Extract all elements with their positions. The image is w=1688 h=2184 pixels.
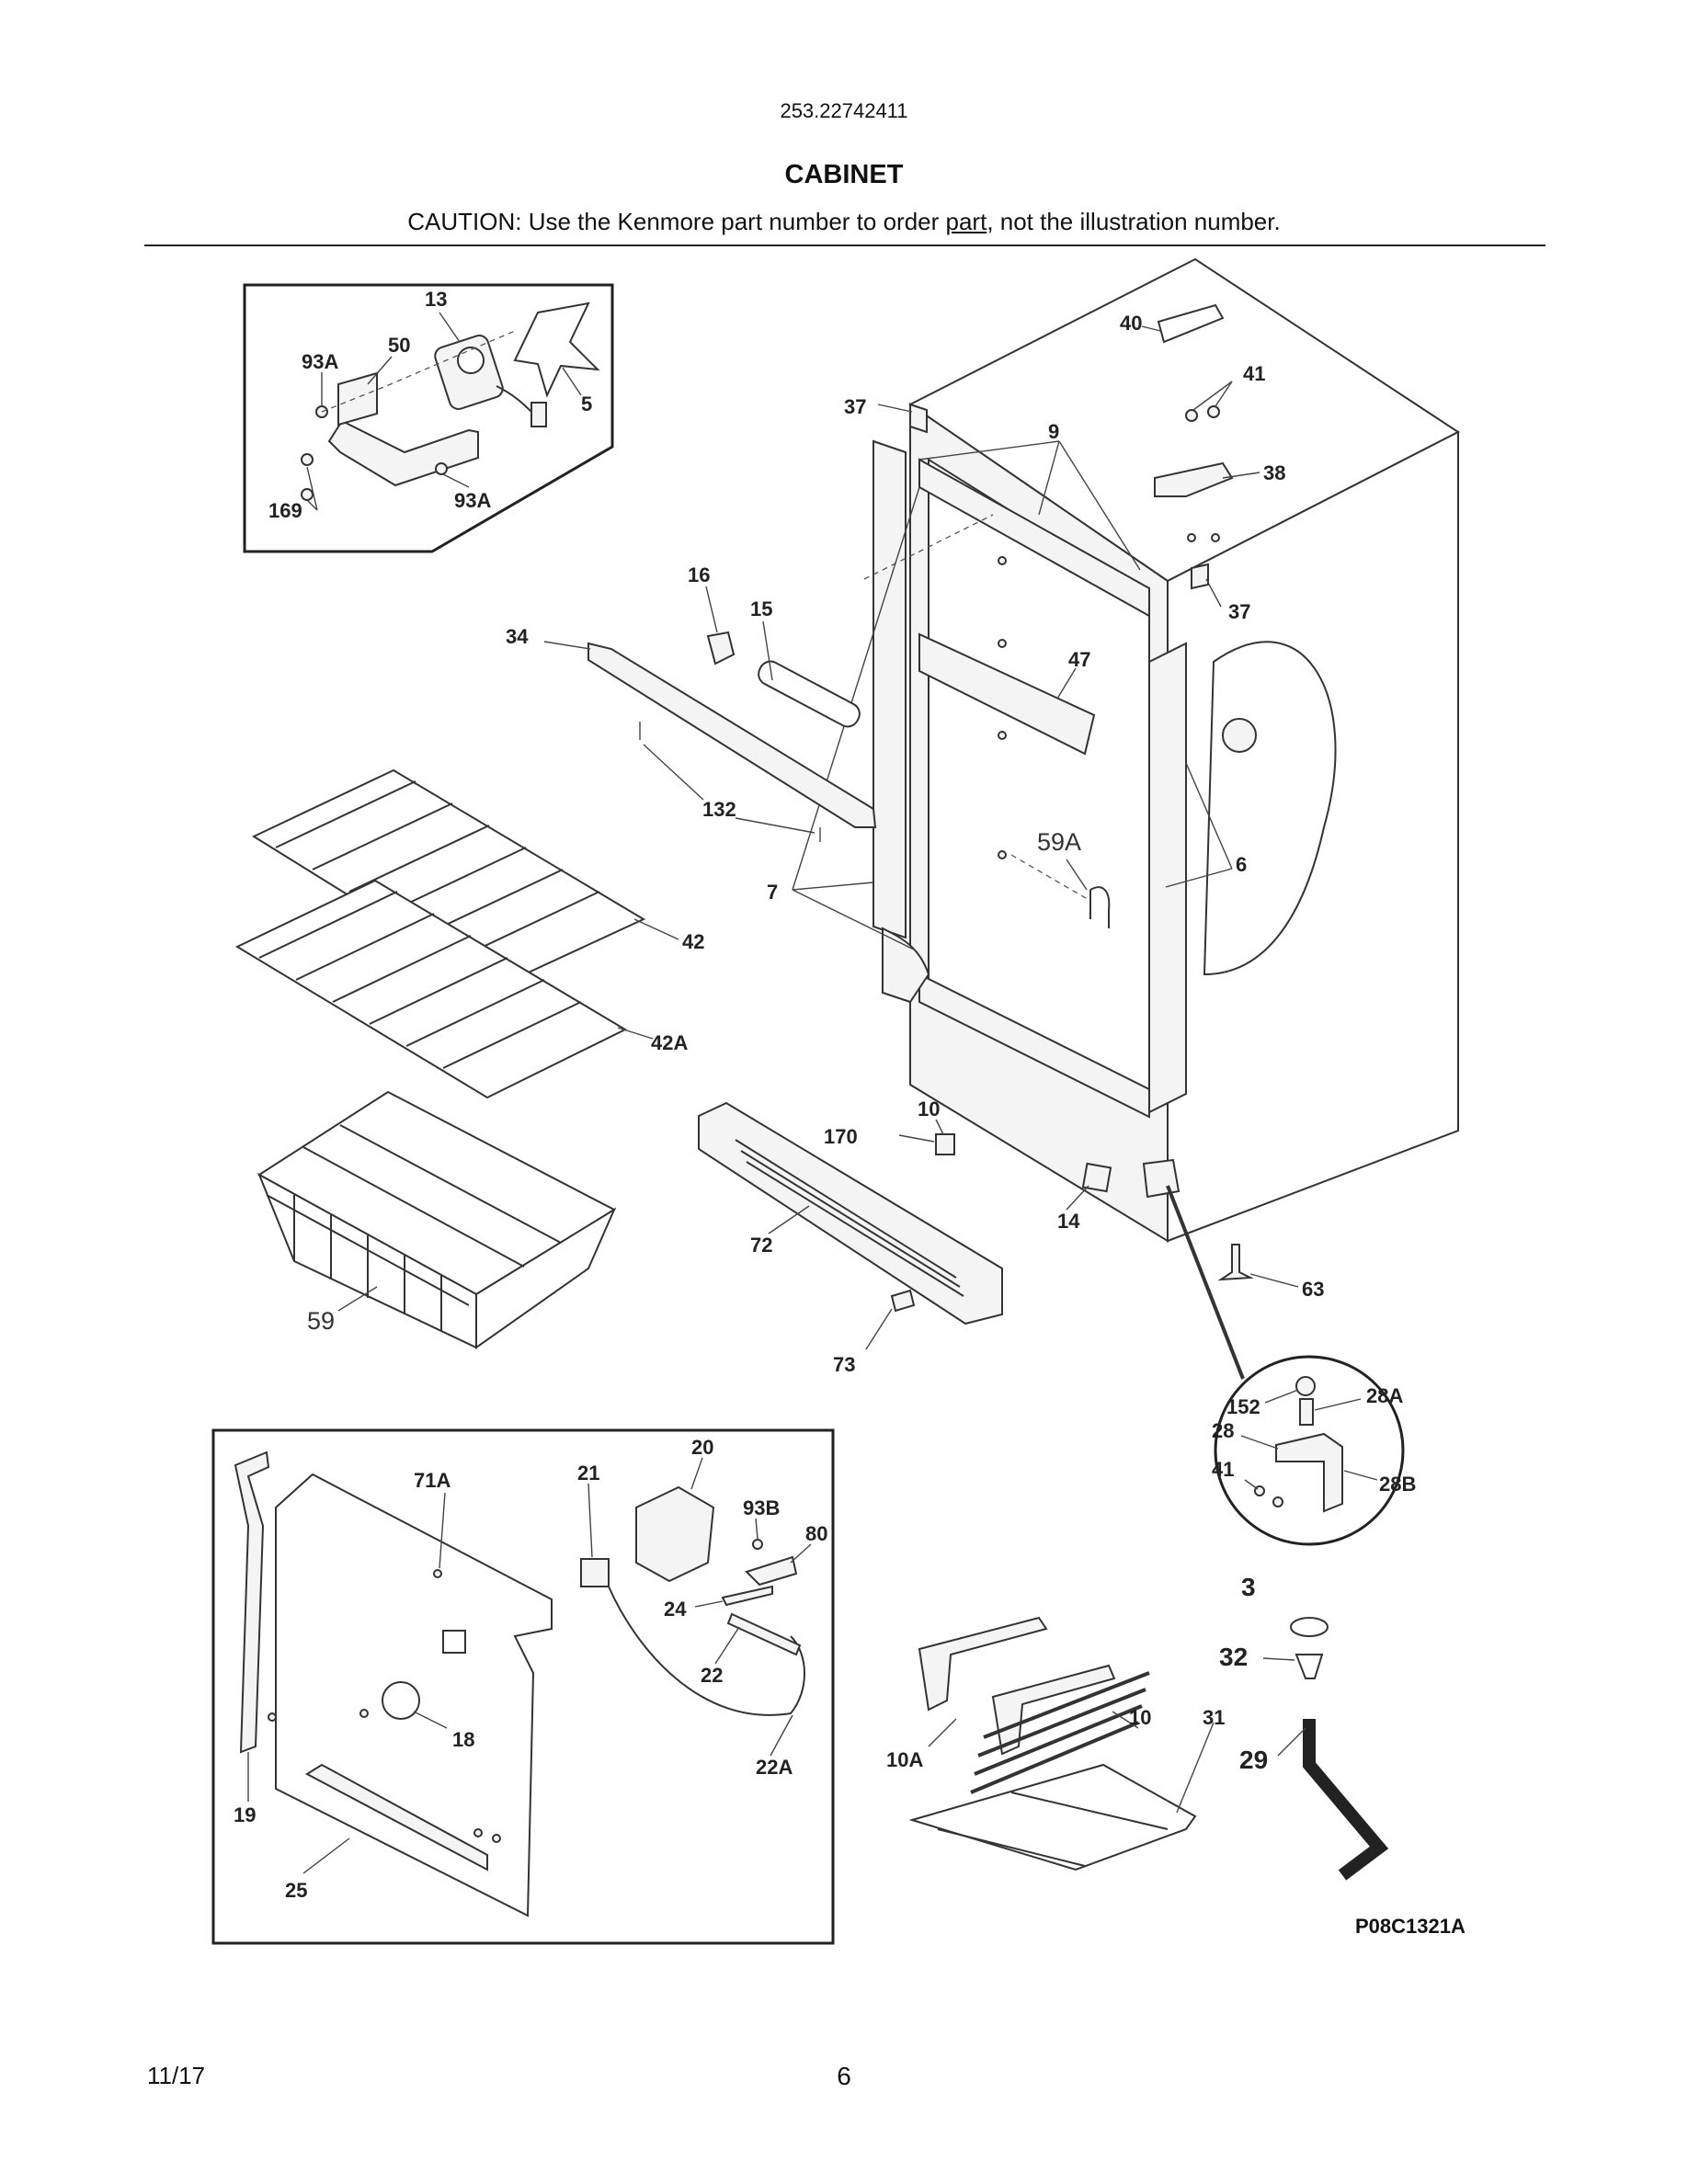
callout-34: 34 [506, 625, 529, 648]
caution-text-end: , not the illustration number. [987, 208, 1281, 235]
callout-28B: 28B [1379, 1473, 1416, 1496]
callout-16: 16 [688, 563, 710, 586]
callout-37-right: 37 [1228, 600, 1250, 623]
wire-shelves: 42 42A [234, 768, 704, 1099]
callout-15: 15 [750, 597, 772, 620]
callout-169: 169 [268, 499, 302, 522]
callout-14: 14 [1057, 1210, 1080, 1233]
callout-42: 42 [682, 930, 704, 953]
kickplate-parts: 170 10 14 72 73 63 [698, 1098, 1324, 1380]
callout-71A: 71A [414, 1469, 451, 1492]
callout-47: 47 [1068, 648, 1090, 671]
callout-59A: 59A [1037, 828, 1081, 856]
callout-25: 25 [285, 1879, 307, 1902]
callout-170: 170 [824, 1125, 858, 1148]
cabinet-body: 40 41 37 9 38 37 47 59A 6 7 [767, 257, 1460, 1243]
callout-59: 59 [307, 1307, 335, 1335]
wire-basket: 59 [257, 1090, 617, 1349]
callout-152: 152 [1226, 1395, 1260, 1418]
fan-motor-inset: 13 50 93A 5 169 93A [243, 283, 614, 553]
callout-28A: 28A [1366, 1384, 1403, 1407]
callout-22A: 22A [756, 1756, 793, 1779]
callout-41-hinge: 41 [1212, 1458, 1234, 1481]
callout-13: 13 [425, 288, 447, 311]
caution-note: CAUTION: Use the Kenmore part number to … [0, 208, 1688, 236]
callout-6: 6 [1236, 853, 1247, 876]
model-number: 253.22742411 [780, 99, 908, 122]
callout-50: 50 [388, 334, 410, 357]
callout-22: 22 [701, 1664, 723, 1687]
callout-10-mid: 10 [918, 1098, 940, 1120]
callout-28: 28 [1212, 1419, 1234, 1442]
callout-20: 20 [691, 1436, 713, 1459]
callout-41-top: 41 [1243, 362, 1265, 385]
header-divider [144, 245, 1545, 246]
page-title: CABINET [784, 160, 904, 189]
callout-18: 18 [452, 1728, 474, 1751]
footer-date: 11/17 [147, 2062, 206, 2089]
page-number: 6 [837, 2062, 851, 2090]
callout-24: 24 [664, 1598, 687, 1621]
callout-32: 32 [1219, 1643, 1248, 1671]
callout-19: 19 [234, 1803, 256, 1826]
callout-21: 21 [577, 1462, 599, 1484]
callout-40: 40 [1120, 312, 1142, 335]
callout-31: 31 [1203, 1706, 1225, 1729]
callout-132: 132 [702, 798, 736, 821]
bottom-hinge-detail: 152 28A 28 41 28B [1212, 1355, 1416, 1546]
callout-9: 9 [1048, 420, 1059, 443]
callout-93A-bottom: 93A [454, 489, 491, 512]
back-panel-inset: 20 71A 21 93B 80 24 22 18 22A 19 25 [211, 1428, 835, 1945]
callout-10-heater: 10 [1129, 1706, 1151, 1729]
callout-3: 3 [1241, 1573, 1256, 1601]
callout-72: 72 [750, 1234, 772, 1257]
callout-63: 63 [1302, 1278, 1324, 1301]
thermostat-parts: 16 15 34 132 [506, 563, 877, 842]
caution-text-start: CAUTION: Use the Kenmore part number to … [407, 208, 946, 235]
callout-42A: 42A [651, 1031, 688, 1054]
callout-7: 7 [767, 881, 778, 904]
callout-10A: 10A [886, 1748, 923, 1771]
callout-38: 38 [1263, 461, 1285, 484]
callout-80: 80 [805, 1522, 827, 1545]
heater-drain-parts: 10A 10 31 3 32 29 [886, 1573, 1389, 1881]
callout-93B: 93B [743, 1496, 780, 1519]
callout-37-top: 37 [844, 395, 866, 418]
callout-73: 73 [833, 1353, 855, 1376]
diagram-code: P08C1321A [1355, 1915, 1466, 1938]
callout-93A-top: 93A [302, 350, 338, 373]
caution-underlined-word: part [945, 208, 987, 235]
callout-29: 29 [1239, 1746, 1268, 1774]
callout-5: 5 [581, 392, 592, 415]
